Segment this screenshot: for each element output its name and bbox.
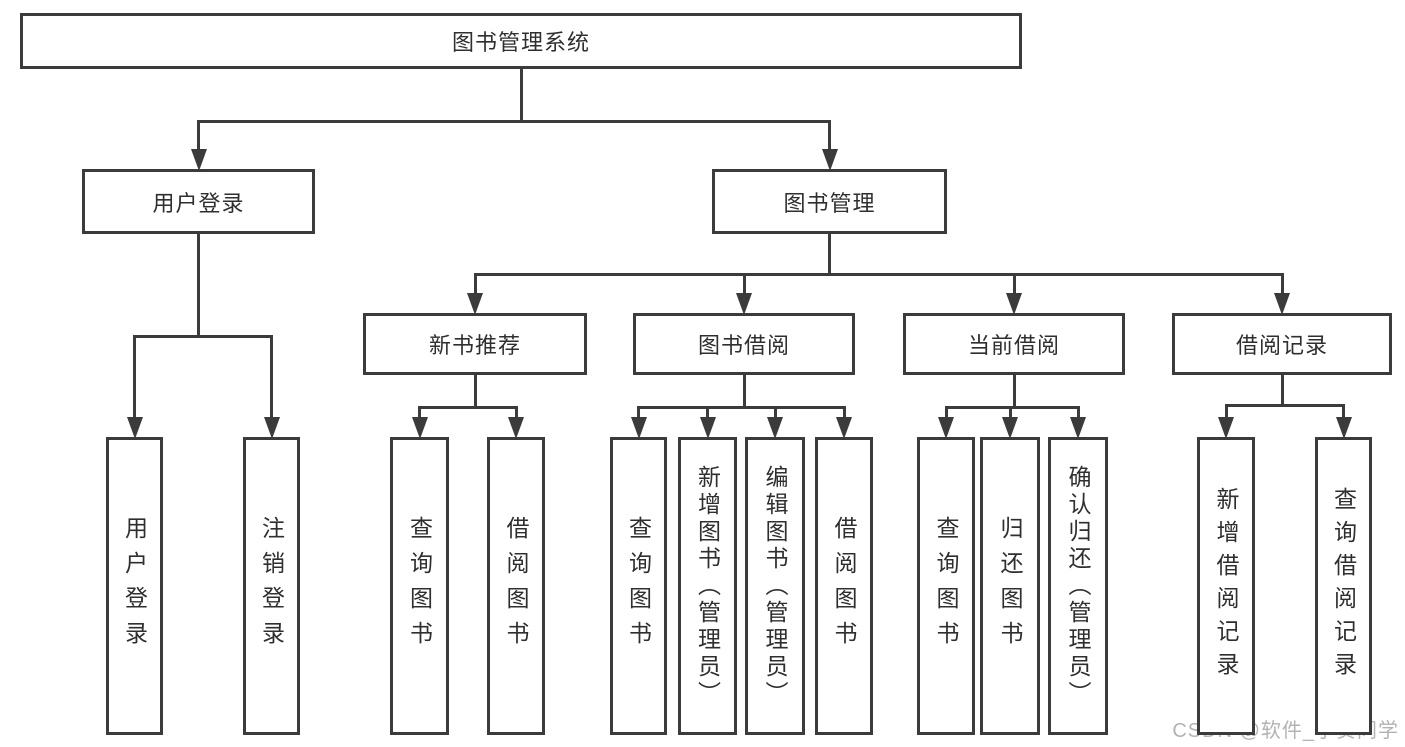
arrowhead-down-icon (467, 293, 483, 315)
node-borrow-records: 借阅记录 (1172, 313, 1392, 375)
arrowhead-down-icon (836, 417, 852, 439)
arrowhead-down-icon (821, 149, 838, 171)
node-label: 新增图书（管理员） (694, 464, 721, 708)
node-label: 用户登录 (152, 190, 245, 216)
connector-line (473, 273, 477, 293)
node-v-logout: 注销登录 (243, 437, 300, 735)
connector-line (270, 335, 273, 417)
connector-line (133, 335, 273, 338)
node-label: 注销登录 (258, 516, 285, 656)
connector-line (473, 273, 1284, 276)
node-v-add-borrow-record: 新增借阅记录 (1197, 437, 1255, 735)
node-v-edit-books: 编辑图书（管理员） (745, 437, 805, 735)
node-user-login: 用户登录 (82, 169, 315, 234)
node-v-return-books: 归还图书 (980, 437, 1040, 735)
connector-line (773, 406, 777, 417)
arrowhead-down-icon (1335, 417, 1352, 439)
connector-line (1012, 273, 1016, 293)
connector-line (1280, 374, 1284, 404)
connector-line (944, 406, 948, 417)
arrowhead-down-icon (699, 417, 716, 439)
node-label: 归还图书 (997, 516, 1023, 656)
node-v-query-books-new: 查询图书 (390, 437, 449, 735)
connector-line (742, 273, 746, 293)
connector-line (706, 406, 709, 417)
node-v-query-books-borrow: 查询图书 (610, 437, 667, 735)
node-label: 查询图书 (406, 516, 433, 656)
connector-line (1280, 273, 1284, 293)
connector-line (1012, 374, 1016, 406)
connector-line (637, 406, 846, 409)
connector-line (1076, 406, 1080, 417)
arrowhead-down-icon (736, 293, 752, 315)
node-v-add-books: 新增图书（管理员） (678, 437, 737, 735)
arrowhead-down-icon (190, 149, 207, 171)
node-current-borrow: 当前借阅 (903, 313, 1125, 375)
connector-line (944, 406, 1080, 409)
arrowhead-down-icon (1218, 417, 1234, 439)
connector-line (133, 335, 136, 417)
connector-line (514, 406, 518, 417)
connector-line (197, 120, 200, 149)
arrowhead-down-icon (1002, 417, 1018, 439)
node-label: 图书借阅 (697, 333, 790, 358)
node-label: 新增借阅记录 (1213, 487, 1239, 685)
node-label: 编辑图书（管理员） (762, 464, 788, 708)
node-label: 借阅记录 (1235, 333, 1328, 358)
node-v-query-books-cur: 查询图书 (917, 437, 975, 735)
arrowhead-down-icon (767, 417, 783, 439)
connector-line (1224, 404, 1228, 417)
node-book-management: 图书管理 (712, 169, 947, 234)
node-v-user-login: 用户登录 (106, 437, 163, 735)
connector-line (1008, 406, 1012, 417)
arrowhead-down-icon (1070, 417, 1086, 439)
node-label: 借阅图书 (503, 516, 529, 656)
arrowhead-down-icon (1006, 293, 1022, 315)
node-new-book-recommend: 新书推荐 (363, 313, 587, 375)
node-v-borrow-books: 借阅图书 (815, 437, 873, 735)
node-v-confirm-return: 确认归还（管理员） (1048, 437, 1108, 735)
connector-line (828, 233, 831, 273)
connector-line (1342, 404, 1345, 417)
arrowhead-down-icon (411, 417, 428, 439)
arrowhead-down-icon (1274, 293, 1290, 315)
node-v-query-borrow-record: 查询借阅记录 (1315, 437, 1372, 735)
node-v-borrow-books-new: 借阅图书 (487, 437, 545, 735)
connector-line (418, 406, 421, 417)
node-label: 新书推荐 (428, 333, 521, 358)
node-book-borrow: 图书借阅 (633, 313, 855, 375)
node-label: 图书管理 (783, 190, 876, 216)
connector-line (637, 406, 640, 417)
node-label: 当前借阅 (967, 333, 1060, 358)
node-label: 查询图书 (625, 516, 652, 656)
node-label: 查询借阅记录 (1330, 487, 1357, 685)
connector-line (742, 374, 746, 406)
connector-line (473, 374, 477, 406)
arrowhead-down-icon (508, 417, 524, 439)
connector-line (197, 233, 200, 335)
arrowhead-down-icon (630, 417, 647, 439)
connector-line (842, 406, 846, 417)
connector-line (828, 120, 831, 149)
arrowhead-down-icon (938, 417, 954, 439)
node-label: 用户登录 (121, 516, 148, 656)
connector-line (418, 406, 518, 409)
node-label: 图书管理系统 (451, 30, 590, 55)
arrowhead-down-icon (263, 417, 280, 439)
connector-line (1224, 404, 1345, 407)
arrowhead-down-icon (126, 417, 143, 439)
node-label: 查询图书 (933, 516, 959, 656)
connector-line (197, 120, 831, 123)
node-label: 确认归还（管理员） (1065, 464, 1091, 708)
connector-line (519, 68, 523, 120)
node-label: 借阅图书 (831, 516, 857, 656)
node-system: 图书管理系统 (20, 13, 1022, 69)
